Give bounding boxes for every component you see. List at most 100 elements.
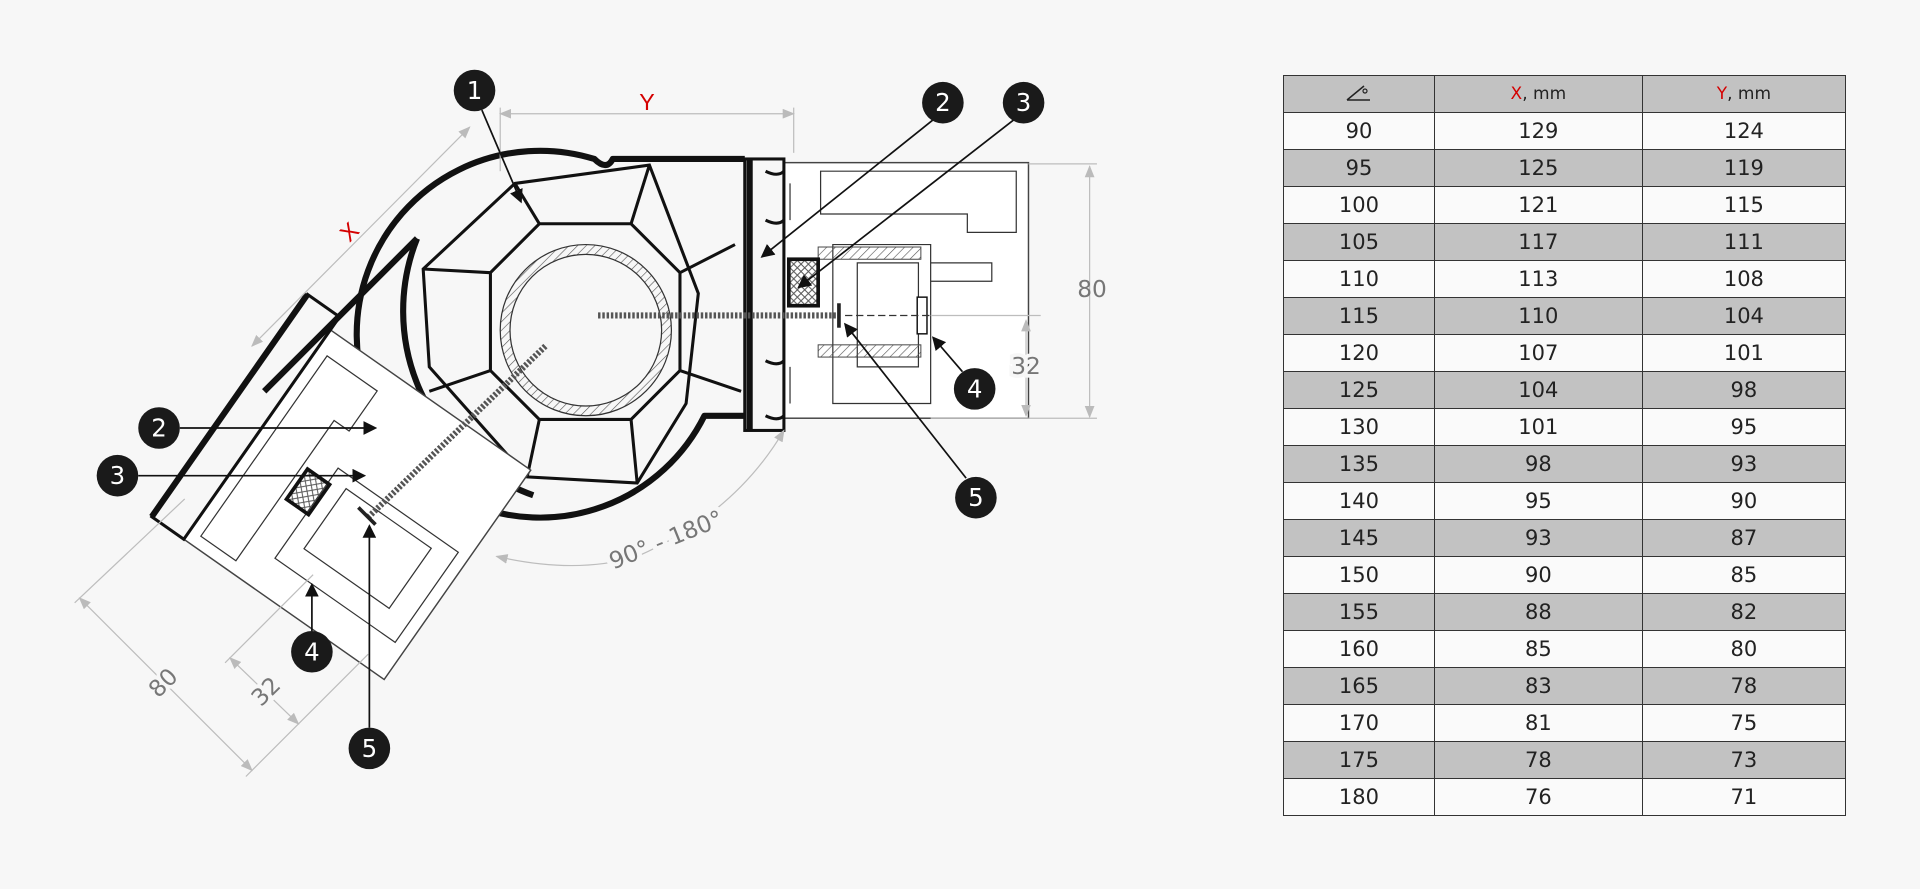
callout-2-left: 2	[138, 407, 180, 449]
y-cell: 75	[1641, 704, 1847, 742]
dimension-right-32: 32	[930, 314, 1044, 417]
dimension-left-80-label: 80	[143, 663, 183, 703]
left-frame-profile	[149, 292, 532, 681]
y-cell: 73	[1641, 741, 1847, 779]
x-cell: 98	[1433, 445, 1643, 483]
x-cell: 113	[1433, 260, 1643, 298]
callout-3-left: 3	[96, 454, 139, 497]
callout-3-right: 3	[1002, 81, 1045, 124]
y-cell: 93	[1641, 445, 1847, 483]
dimension-right-80-label: 80	[1077, 276, 1107, 303]
left-screw	[357, 343, 548, 526]
angle-cell: 115	[1283, 297, 1435, 335]
svg-text:2: 2	[935, 88, 951, 117]
angle-cell: 160	[1283, 630, 1435, 668]
angle-cell: 120	[1283, 334, 1435, 372]
dimension-y-label: Y	[639, 89, 655, 115]
x-cell: 81	[1433, 704, 1643, 742]
svg-text:3: 3	[110, 461, 126, 490]
x-cell: 90	[1433, 556, 1643, 594]
angle-cell: 90	[1283, 112, 1435, 150]
svg-text:4: 4	[967, 374, 983, 403]
y-cell: 115	[1641, 186, 1847, 224]
svg-text:4: 4	[304, 637, 320, 666]
x-column-header: X, mm	[1433, 75, 1643, 113]
right-screw	[598, 303, 841, 328]
svg-text:3: 3	[1016, 88, 1032, 117]
x-cell: 83	[1433, 667, 1643, 705]
x-cell: 95	[1433, 482, 1643, 520]
leader-lines	[138, 109, 1015, 728]
x-cell: 104	[1433, 371, 1643, 409]
angle-cell: 130	[1283, 408, 1435, 446]
angle-cell: 145	[1283, 519, 1435, 557]
svg-text:5: 5	[362, 734, 378, 763]
callout-1: 1	[453, 69, 496, 112]
x-cell: 117	[1433, 223, 1643, 261]
angle-cell: 150	[1283, 556, 1435, 594]
x-cell: 76	[1433, 778, 1643, 816]
svg-text:1: 1	[467, 76, 483, 105]
y-cell: 90	[1641, 482, 1847, 520]
angle-cell: 140	[1283, 482, 1435, 520]
y-cell: 87	[1641, 519, 1847, 557]
y-cell: 82	[1641, 593, 1847, 631]
angle-range-label: 90° - 180°	[605, 505, 727, 575]
callout-2-right: 2	[922, 81, 964, 124]
angle-cell: 170	[1283, 704, 1435, 742]
y-cell: 101	[1641, 334, 1847, 372]
dimension-y: Y	[498, 89, 795, 172]
angle-cell: 105	[1283, 223, 1435, 261]
x-cell: 78	[1433, 741, 1643, 779]
callout-5-left: 5	[348, 727, 391, 770]
y-cell: 124	[1641, 112, 1847, 150]
svg-text:5: 5	[968, 483, 984, 512]
angle-cell: 180	[1283, 778, 1435, 816]
x-cell: 121	[1433, 186, 1643, 224]
x-cell: 125	[1433, 149, 1643, 187]
dimension-right-80: 80	[930, 163, 1107, 419]
table-header: X, mm Y, mm	[1283, 75, 1847, 113]
y-cell: 104	[1641, 297, 1847, 335]
y-cell: 108	[1641, 260, 1847, 298]
y-cell: 95	[1641, 408, 1847, 446]
angle-cell: 155	[1283, 593, 1435, 631]
angle-range-arc: 90° - 180°	[495, 429, 785, 580]
right-coupler-bar	[743, 157, 786, 432]
y-column-header: Y, mm	[1641, 75, 1847, 113]
y-cell: 98	[1641, 371, 1847, 409]
x-cell: 88	[1433, 593, 1643, 631]
x-cell: 129	[1433, 112, 1643, 150]
angle-cell: 135	[1283, 445, 1435, 483]
angle-cell: 165	[1283, 667, 1435, 705]
angle-cell: 175	[1283, 741, 1435, 779]
y-cell: 71	[1641, 778, 1847, 816]
dimension-right-32-label: 32	[1011, 353, 1041, 380]
angle-column-header	[1283, 75, 1435, 113]
y-cell: 111	[1641, 223, 1847, 261]
y-cell: 85	[1641, 556, 1847, 594]
svg-text:2: 2	[151, 413, 167, 442]
angle-cell: 110	[1283, 260, 1435, 298]
x-cell: 85	[1433, 630, 1643, 668]
y-cell: 119	[1641, 149, 1847, 187]
angle-cell: 125	[1283, 371, 1435, 409]
callout-4-left: 4	[291, 630, 333, 673]
